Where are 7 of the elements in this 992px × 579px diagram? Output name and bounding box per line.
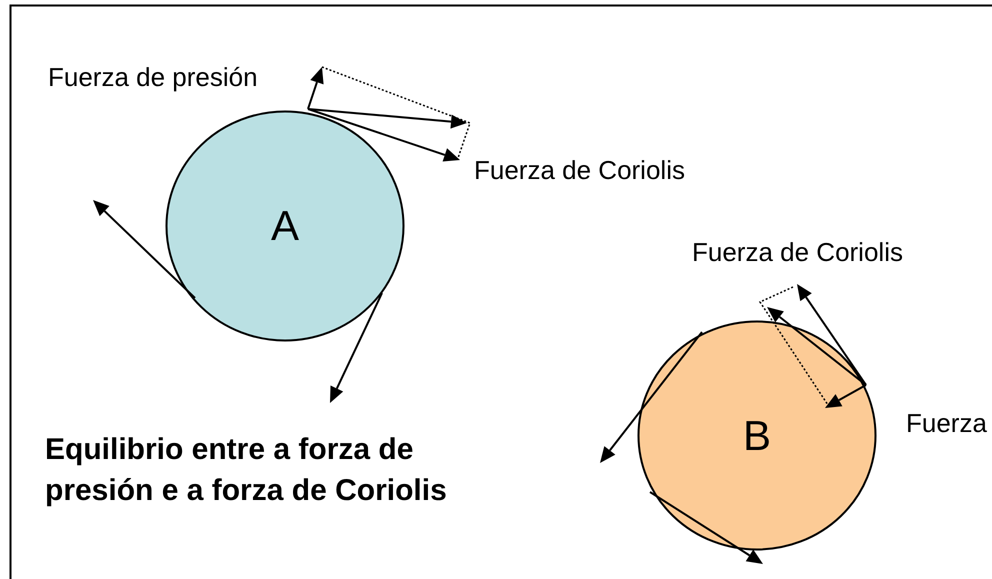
region-letter: A: [270, 202, 299, 250]
force-label: Fuerza de Coriolis: [474, 155, 685, 186]
force-label: Fuerza de Coriolis: [692, 237, 903, 268]
region-letter: B: [742, 412, 771, 460]
force-label: Fuerza: [906, 408, 987, 439]
caption-text: Equilibrio entre a forza de presión e a forza de Coriolis: [45, 432, 448, 508]
force-label: Fuerza de presión: [48, 62, 258, 93]
